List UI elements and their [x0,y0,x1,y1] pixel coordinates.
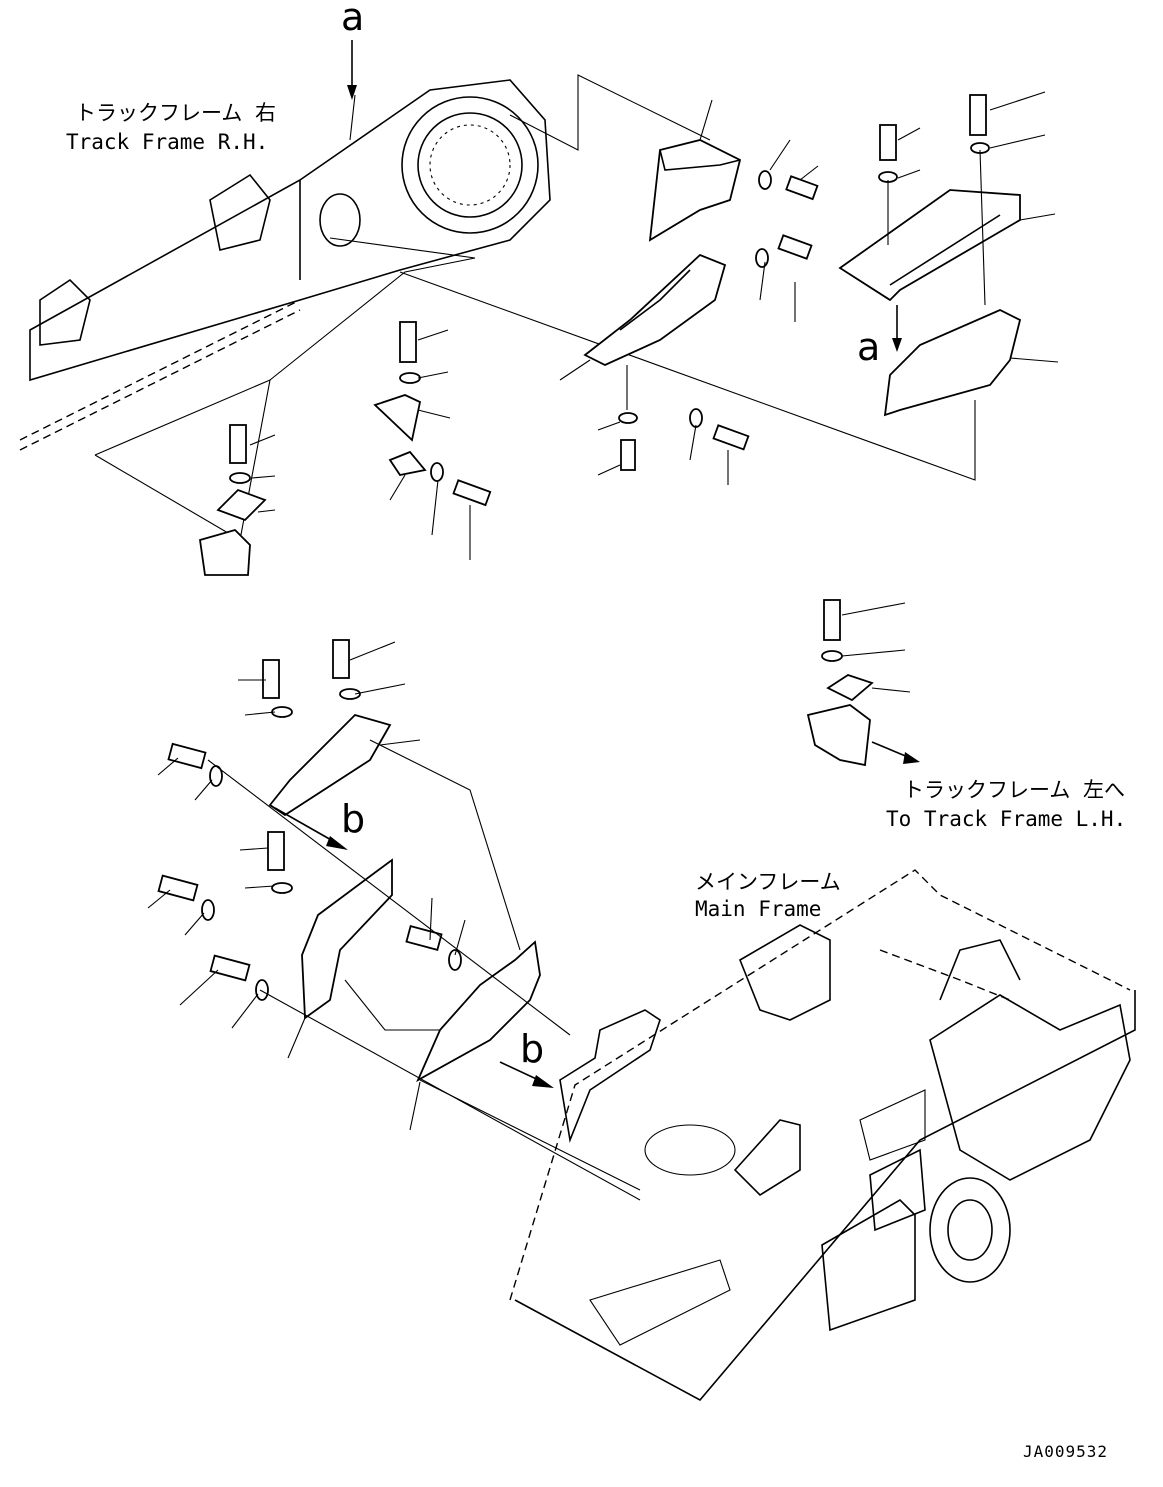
main-frame [509,869,1136,1402]
guard-upper-center [583,139,742,366]
label-track-frame-rh: トラックフレーム 右 Track Frame R.H. [66,101,276,154]
to-track-frame-lh-en: To Track Frame L.H. [886,807,1126,831]
view-arrow-b-lower [499,1061,554,1088]
view-arrow-a-mid [892,305,902,352]
view-marker-b-upper: b [341,797,365,841]
track-frame-rh [19,79,551,451]
guard-lower-left [157,639,541,1083]
to-track-frame-lh-jp: トラックフレーム 左へ [903,778,1125,802]
view-marker-a-mid: a [857,325,880,369]
drawing-code: JA009532 [1023,1442,1108,1461]
label-to-track-frame-lh: トラックフレーム 左へ To Track Frame L.H. [886,778,1126,831]
main-frame-jp: メインフレーム [695,870,841,894]
bracket-left-small [198,321,492,576]
track-frame-rh-en: Track Frame R.H. [66,130,268,154]
view-marker-a-top: a [341,0,364,39]
label-main-frame: メインフレーム Main Frame [695,870,841,921]
view-arrow-b-upper [274,807,348,850]
track-frame-rh-jp: トラックフレーム 右 [75,101,276,125]
leader-lines-lower [147,641,641,1201]
view-arrow-a-top [347,40,357,100]
main-frame-en: Main Frame [695,897,821,921]
bracket-to-track-frame-lh [806,599,920,767]
leader-lines-upper [249,91,1059,560]
bolt-set-upper [618,170,819,471]
connector-lines [94,74,976,541]
view-marker-b-lower: b [520,1027,544,1071]
